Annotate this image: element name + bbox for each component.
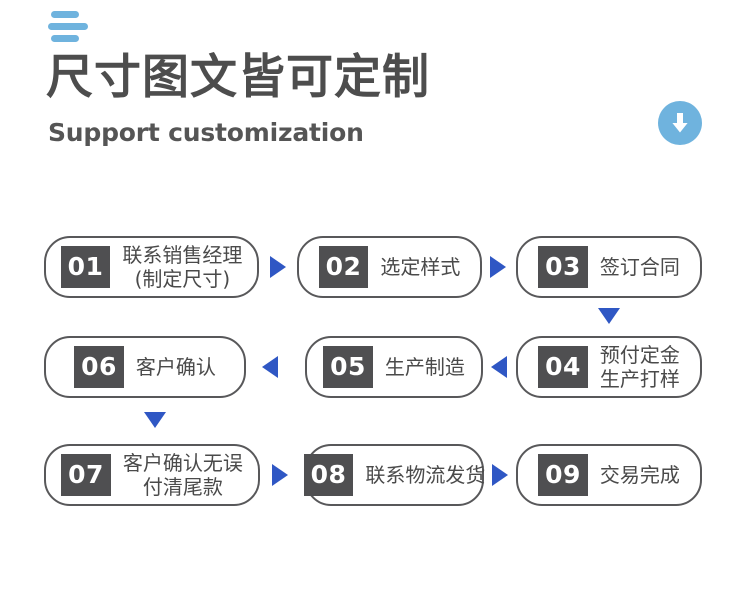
arrow-left-icon bbox=[491, 356, 507, 378]
step-number-badge: 04 bbox=[538, 346, 588, 388]
flow-node-04[interactable]: 04 预付定金 生产打样 bbox=[516, 336, 702, 398]
step-label: 选定样式 bbox=[380, 254, 461, 279]
step-number-badge: 03 bbox=[538, 246, 588, 288]
flow-node-06[interactable]: 06 客户确认 bbox=[44, 336, 246, 398]
step-number-badge: 02 bbox=[318, 246, 369, 288]
step-label: 生产制造 bbox=[384, 354, 465, 379]
flow-node-08[interactable]: 08 联系物流发货 bbox=[303, 444, 486, 506]
step-number-badge: 06 bbox=[74, 346, 124, 388]
arrow-right-icon bbox=[490, 256, 506, 278]
step-label: 联系销售经理 (制定尺寸) bbox=[122, 242, 243, 291]
arrow-right-icon bbox=[270, 256, 286, 278]
flow-node-02[interactable]: 02 选定样式 bbox=[297, 236, 482, 298]
flow-node-09[interactable]: 09 交易完成 bbox=[516, 444, 702, 506]
arrow-right-icon bbox=[492, 464, 508, 486]
page-subtitle: Support customization bbox=[48, 118, 364, 147]
bar-middle bbox=[48, 23, 88, 30]
three-bars-icon bbox=[48, 11, 90, 45]
flow-node-01[interactable]: 01 联系销售经理 (制定尺寸) bbox=[44, 236, 259, 298]
step-label: 联系物流发货 bbox=[365, 462, 486, 487]
bar-bottom bbox=[51, 35, 79, 42]
step-label: 预付定金 生产打样 bbox=[599, 342, 680, 391]
arrow-down-icon bbox=[144, 412, 166, 428]
process-flow-diagram: 01 联系销售经理 (制定尺寸) 02 选定样式 03 签订合同 04 预付定金… bbox=[0, 222, 750, 522]
step-number-badge: 09 bbox=[538, 454, 588, 496]
arrow-down-icon bbox=[598, 308, 620, 324]
step-label: 客户确认无误 付清尾款 bbox=[122, 450, 243, 499]
step-number-badge: 05 bbox=[323, 346, 373, 388]
step-label: 客户确认 bbox=[135, 354, 216, 379]
page-title: 尺寸图文皆可定制 bbox=[46, 50, 430, 105]
download-arrow-icon bbox=[658, 101, 702, 145]
page-header: 尺寸图文皆可定制 Support customization bbox=[0, 0, 750, 200]
step-number-badge: 07 bbox=[61, 454, 111, 496]
arrow-right-icon bbox=[272, 464, 288, 486]
step-number-badge: 08 bbox=[303, 454, 354, 496]
step-label: 交易完成 bbox=[599, 462, 680, 487]
bar-top bbox=[51, 11, 79, 18]
flow-node-07[interactable]: 07 客户确认无误 付清尾款 bbox=[44, 444, 260, 506]
step-label: 签订合同 bbox=[599, 254, 680, 279]
flow-node-03[interactable]: 03 签订合同 bbox=[516, 236, 702, 298]
flow-node-05[interactable]: 05 生产制造 bbox=[305, 336, 483, 398]
arrow-left-icon bbox=[262, 356, 278, 378]
step-number-badge: 01 bbox=[60, 246, 111, 288]
